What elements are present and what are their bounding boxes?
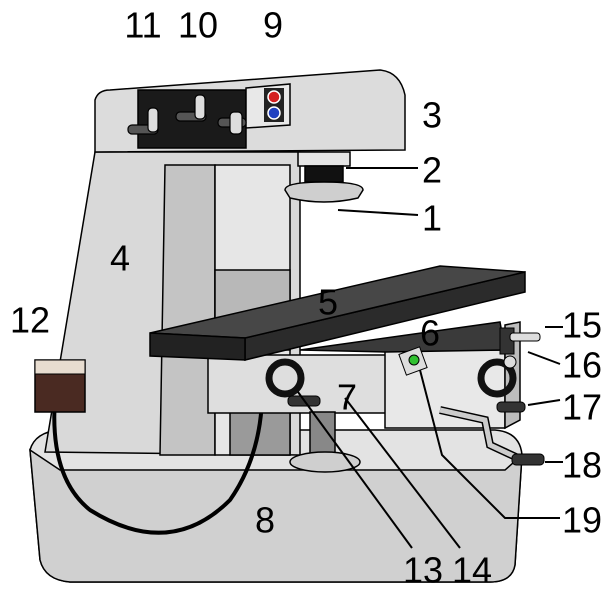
label-18: 18 [562, 445, 602, 486]
blue-indicator-icon [267, 106, 281, 120]
label-12: 12 [10, 300, 50, 341]
label-15: 15 [562, 305, 602, 346]
label-8: 8 [255, 500, 275, 541]
head [94, 69, 406, 153]
head-levers[interactable] [127, 94, 247, 135]
part-labels: 1 2 3 4 5 6 7 8 9 10 11 12 13 14 15 16 1… [10, 5, 602, 591]
label-17: 17 [562, 387, 602, 428]
label-13: 13 [403, 550, 443, 591]
label-14: 14 [452, 550, 492, 591]
label-4: 4 [110, 238, 130, 279]
red-indicator-icon [267, 90, 281, 104]
label-16: 16 [562, 345, 602, 386]
label-7: 7 [337, 377, 357, 418]
label-6: 6 [420, 313, 440, 354]
label-1: 1 [422, 198, 442, 239]
label-9: 9 [263, 5, 283, 46]
label-2: 2 [422, 150, 442, 191]
label-11: 11 [124, 5, 161, 46]
label-3: 3 [422, 95, 442, 136]
label-5: 5 [318, 282, 338, 323]
leader-lines [297, 167, 563, 549]
label-19: 19 [562, 500, 602, 541]
table [149, 265, 526, 376]
label-10: 10 [178, 5, 218, 46]
spindle [284, 151, 364, 203]
green-indicator-icon [408, 354, 420, 366]
coolant-tank [34, 359, 265, 535]
